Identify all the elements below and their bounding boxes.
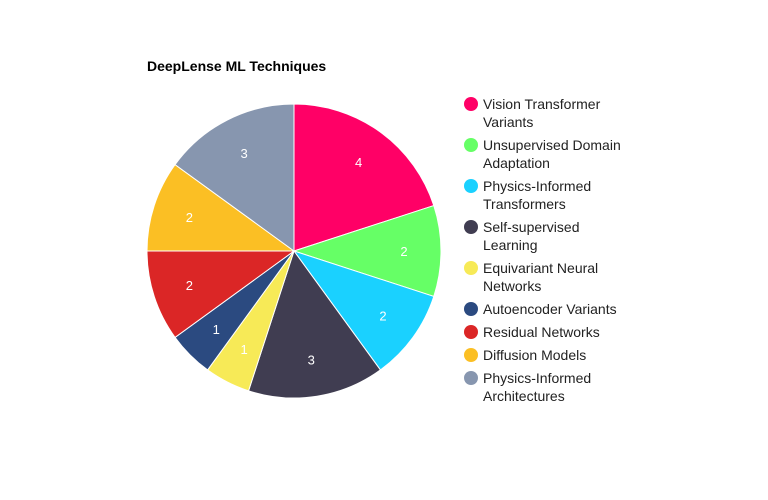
- pie-slice-vision-transformer-variants: [293, 103, 435, 252]
- legend-label: Self-supervised: [483, 219, 580, 235]
- legend-label: Physics-Informed: [483, 178, 591, 194]
- legend-label: Equivariant Neural: [483, 260, 598, 276]
- slice-value-label: 1: [240, 342, 247, 357]
- pie-slice-diffusion-models: [146, 163, 296, 252]
- pie-slice-physics-informed-transformers: [292, 250, 435, 371]
- pie-slice-self-supervised-learning: [247, 249, 382, 399]
- legend-marker: [464, 261, 478, 275]
- legend-marker: [464, 138, 478, 152]
- legend-marker: [464, 97, 478, 111]
- legend-label: Networks: [483, 278, 541, 294]
- legend-label: Architectures: [483, 388, 565, 404]
- legend-label: Physics-Informed: [483, 370, 591, 386]
- legend-marker: [464, 371, 478, 385]
- legend-label: Autoencoder Variants: [483, 301, 617, 317]
- pie-slices: [146, 103, 442, 399]
- slice-value-label: 2: [379, 309, 386, 324]
- legend-label: Vision Transformer: [483, 96, 601, 112]
- legend-label: Variants: [483, 114, 533, 130]
- legend-label: Residual Networks: [483, 324, 600, 340]
- legend-label: Adaptation: [483, 155, 550, 171]
- slice-value-label: 2: [186, 278, 193, 293]
- slice-value-label: 2: [186, 210, 193, 225]
- legend-item-diffusion-models[interactable]: Diffusion Models: [464, 347, 586, 363]
- pie-slice-physics-informed-architectures: [174, 103, 295, 252]
- slice-value-label: 3: [240, 146, 247, 161]
- legend-label: Transformers: [483, 196, 566, 212]
- legend-marker: [464, 325, 478, 339]
- legend-marker: [464, 348, 478, 362]
- legend-label: Diffusion Models: [483, 347, 586, 363]
- slice-value-label: 1: [213, 322, 220, 337]
- slice-value-label: 2: [400, 244, 407, 259]
- slice-value-label: 4: [355, 155, 362, 170]
- legend-item-autoencoder-variants[interactable]: Autoencoder Variants: [464, 301, 617, 317]
- legend-label: Unsupervised Domain: [483, 137, 621, 153]
- legend-item-residual-networks[interactable]: Residual Networks: [464, 324, 600, 340]
- legend-marker: [464, 220, 478, 234]
- pie-slice-residual-networks: [146, 250, 296, 339]
- chart-title: DeepLense ML Techniques: [147, 58, 326, 74]
- legend-marker: [464, 302, 478, 316]
- slice-value-label: 3: [308, 353, 315, 368]
- legend-label: Learning: [483, 237, 538, 253]
- legend-marker: [464, 179, 478, 193]
- pie-slice-unsupervised-domain-adaptation: [292, 204, 442, 298]
- pie-slice-labels: 4 2 2 3 1 1 2 2 3: [186, 146, 408, 368]
